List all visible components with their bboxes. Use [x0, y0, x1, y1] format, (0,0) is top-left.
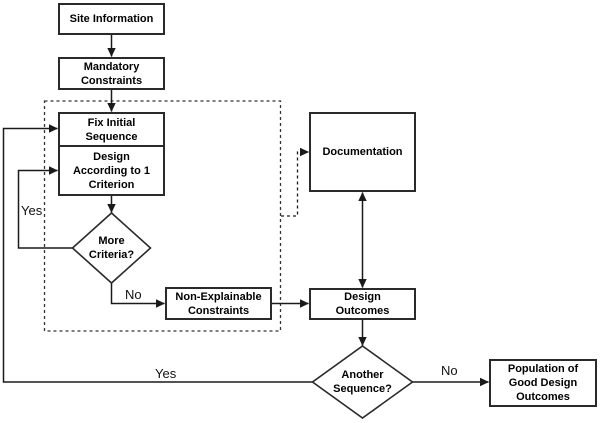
node-design-outcomes: Design Outcomes [309, 288, 416, 320]
edge-label-more-criteria-no: No [125, 287, 142, 302]
node-mandatory-constraints: Mandatory Constraints [58, 57, 165, 90]
another-sequence-diamond [311, 345, 414, 419]
edge-more-criteria-yes-to-design [17, 166, 73, 249]
edge-boundary-to-documentation-dashed [281, 147, 309, 217]
node-another-sequence-label: Another Sequence? [333, 369, 392, 395]
node-population-of-good-design-outcomes: Population of Good Design Outcomes [489, 359, 597, 407]
node-design-according-to-1-criterion: Design According to 1 Criterion [72, 150, 150, 191]
edge-label-another-sequence-yes: Yes [155, 366, 177, 381]
node-sequence-design-combo: Fix Initial Sequence Design According to… [58, 112, 165, 196]
edge-more-criteria-no-to-nonexplainable [110, 283, 165, 308]
more-criteria-diamond [71, 211, 152, 285]
node-more-criteria-label: More Criteria? [88, 235, 135, 261]
node-non-explainable-constraints: Non-Explainable Constraints [165, 287, 272, 320]
node-documentation: Documentation [309, 112, 416, 192]
node-fix-initial-sequence: Fix Initial Sequence [60, 114, 163, 147]
edge-another-sequence-yes-to-fix [2, 124, 313, 383]
iteration-dashed-boundary [43, 100, 282, 332]
node-site-information: Site Information [58, 3, 165, 35]
edge-label-another-sequence-no: No [441, 363, 458, 378]
edge-label-more-criteria-yes: Yes [21, 203, 43, 218]
